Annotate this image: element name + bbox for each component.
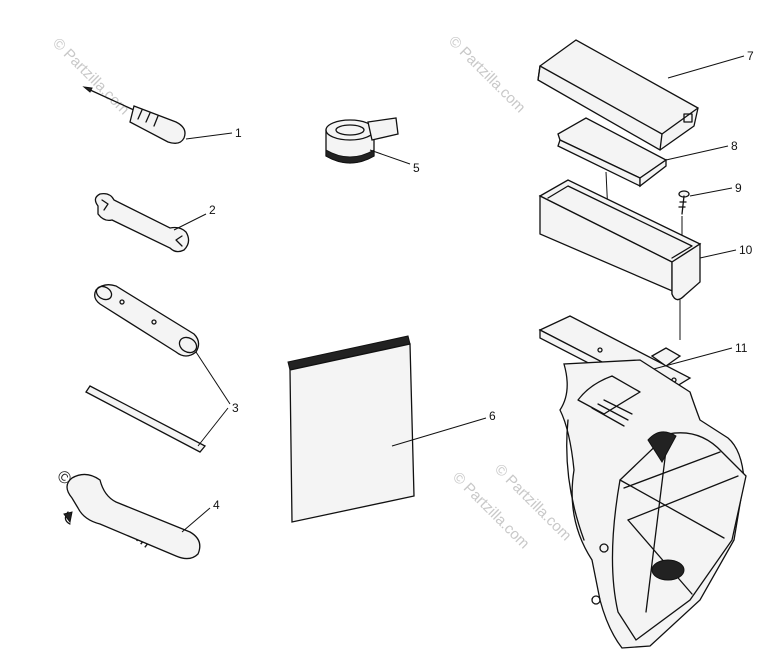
callout-6: 6 — [489, 409, 496, 423]
manual-part — [287, 335, 487, 523]
callout-2: 2 — [209, 203, 216, 217]
spanner-part — [63, 473, 211, 560]
callout-7: 7 — [747, 49, 754, 63]
screwdriver-part — [82, 86, 233, 144]
tape-roll-part — [325, 117, 411, 165]
callout-9: 9 — [735, 181, 742, 195]
callout-4: 4 — [213, 498, 220, 512]
wrench-part — [94, 192, 207, 253]
tool-box-part — [538, 179, 737, 340]
tool-box-lid-part — [537, 39, 745, 151]
spark-plug-socket-part — [85, 284, 231, 453]
callout-1: 1 — [235, 126, 242, 140]
watermark-top-left: © Partzilla.com — [49, 35, 132, 118]
screw-part — [678, 187, 733, 236]
chaincase-housing-part — [559, 359, 747, 649]
callout-11: 11 — [735, 341, 748, 355]
foam-pad-part — [557, 117, 729, 215]
callout-3: 3 — [232, 401, 239, 415]
watermark-top-center: © Partzilla.com — [445, 33, 528, 116]
callout-10: 10 — [739, 243, 753, 257]
callout-8: 8 — [731, 139, 738, 153]
callout-5: 5 — [413, 161, 420, 175]
